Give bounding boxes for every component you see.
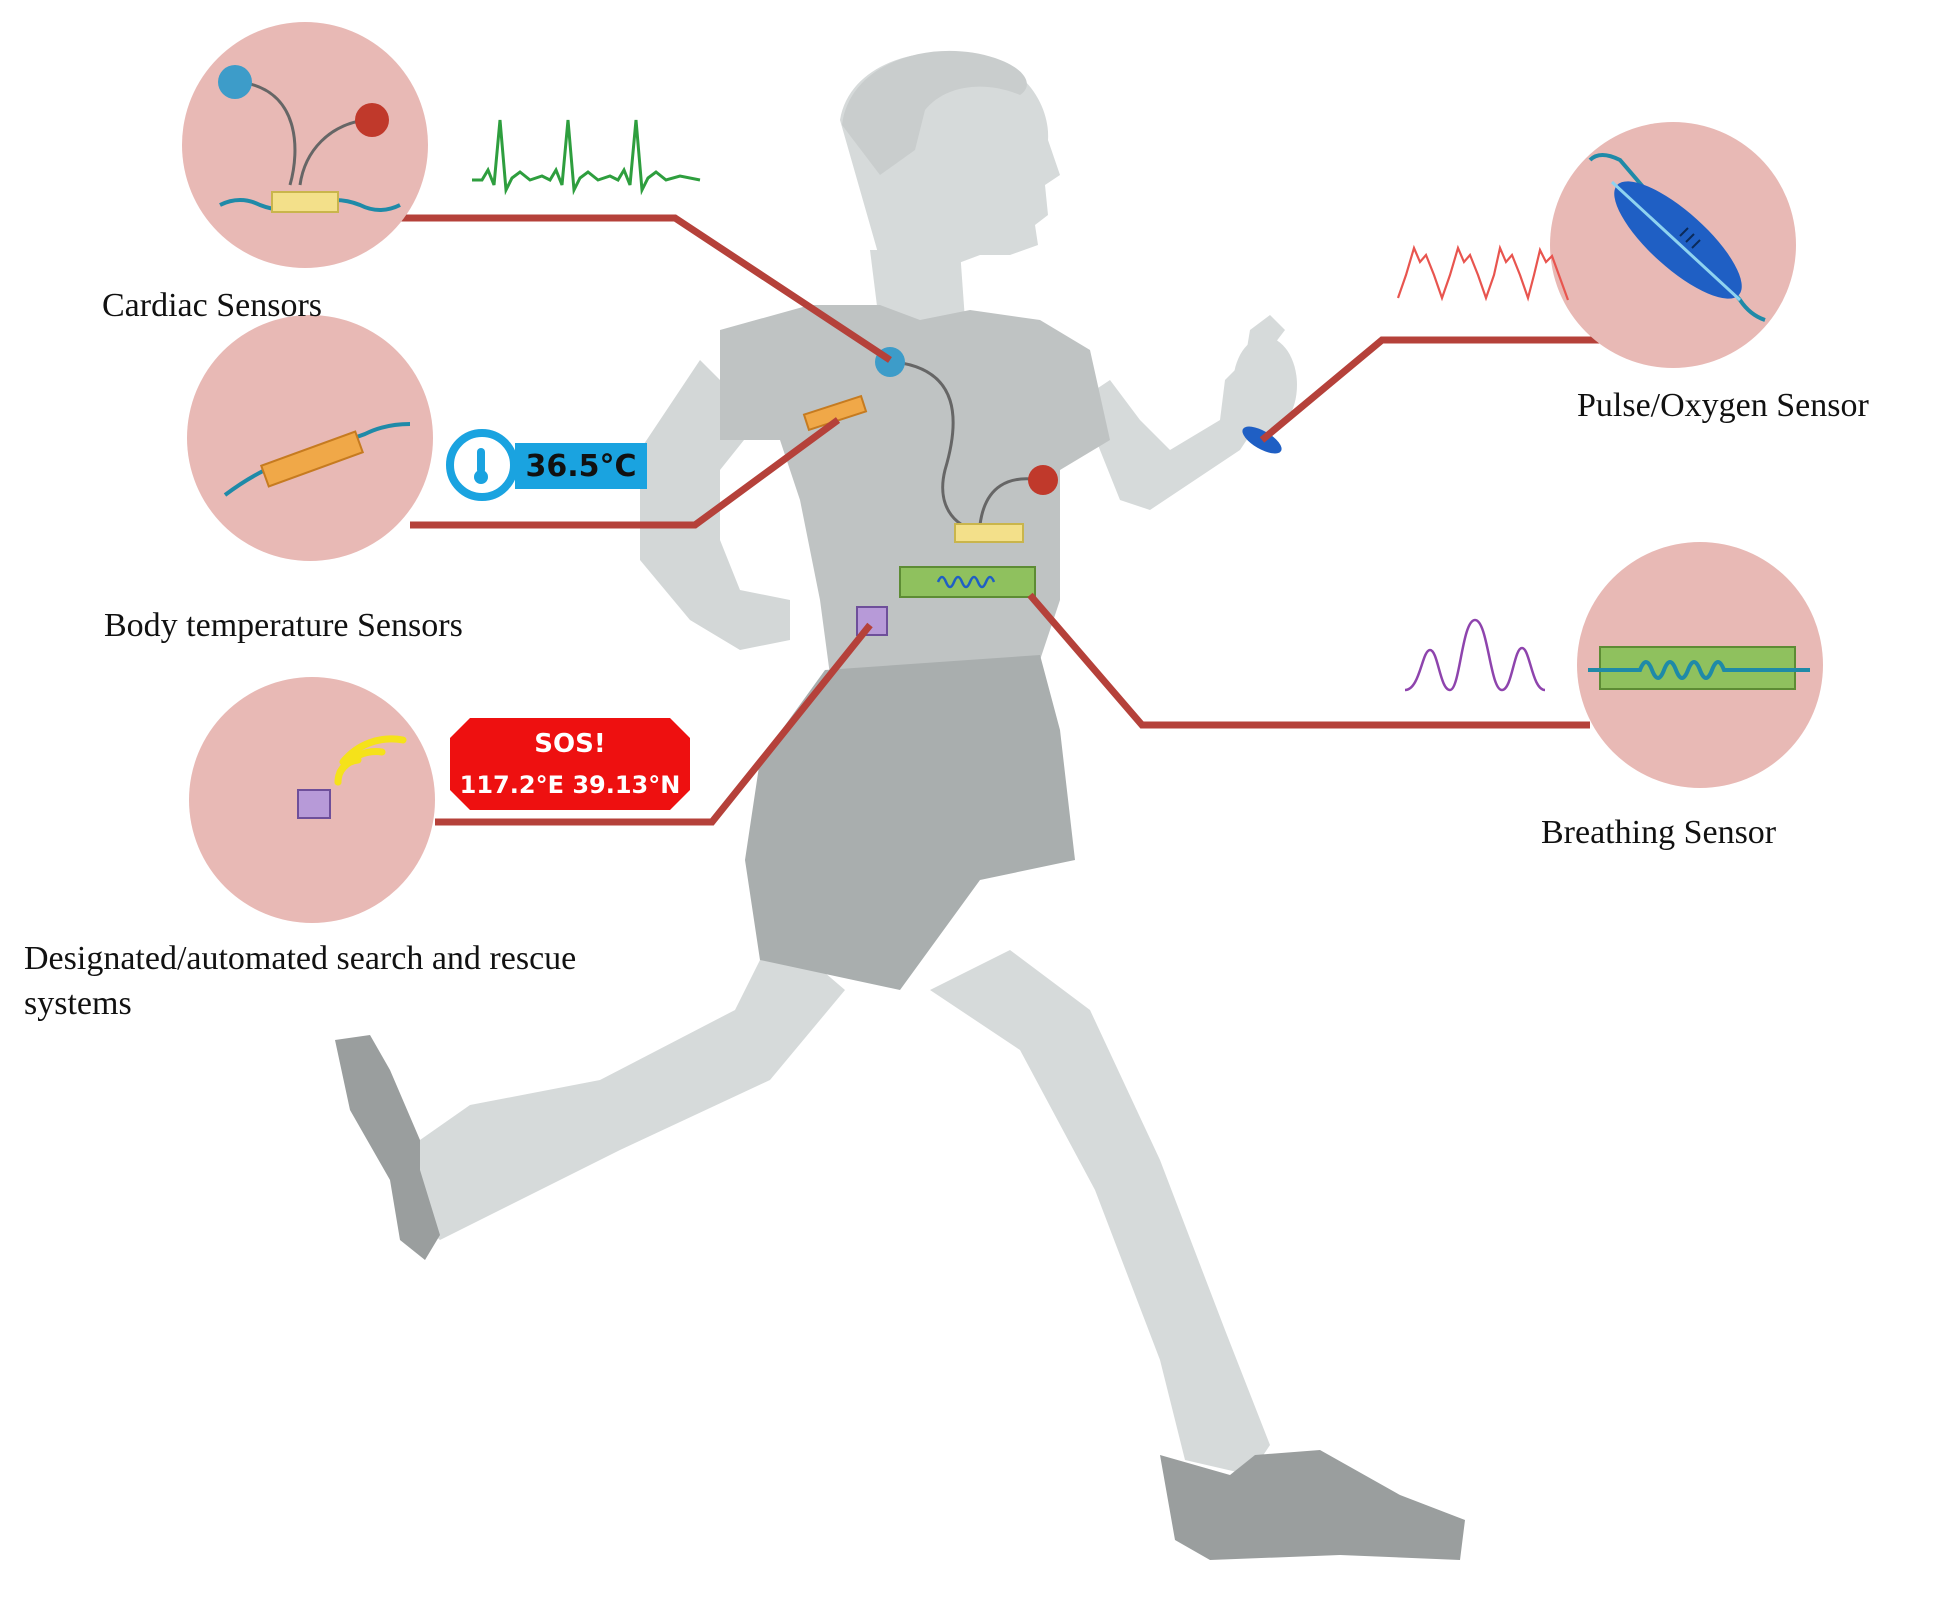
wireless-signal-icon — [334, 735, 407, 786]
cardiac-connector — [398, 214, 892, 363]
ecg-wire-blue — [894, 360, 981, 532]
runner-hair — [842, 50, 1027, 175]
runner-front-leg — [930, 950, 1270, 1475]
temperature-sensor-bubble — [187, 315, 433, 561]
respiration-waveform — [1404, 618, 1546, 692]
chest-breathing-wave — [936, 575, 996, 589]
pulse-oxygen-connector — [1259, 336, 1605, 443]
runner-back-leg — [405, 930, 845, 1240]
runner-neck — [870, 250, 965, 330]
sos-connector — [435, 622, 873, 826]
chest-breathing-belt — [899, 566, 1036, 598]
breathing-bubble-wave — [1588, 660, 1810, 680]
runner-fist — [1233, 337, 1297, 433]
runner-front-arm — [1080, 315, 1285, 510]
breathing-sensor-bubble — [1577, 542, 1823, 788]
sos-bubble-gps-module — [297, 789, 331, 819]
sos-readout-badge: SOS! 117.2°E 39.13°N — [450, 718, 690, 810]
temperature-connector — [410, 417, 841, 529]
sos-system-bubble — [189, 677, 435, 923]
cardiac-bubble-wire-blue — [239, 80, 297, 186]
chest-ecg-module — [954, 523, 1024, 543]
ecg-waveform — [472, 119, 701, 196]
temp-bubble-sensor — [259, 430, 365, 488]
sos-coordinates: 117.2°E 39.13°N — [460, 771, 681, 799]
cardiac-bubble-electrode-red — [355, 103, 389, 137]
thermometer-icon — [474, 448, 488, 484]
label-cardiac-sensors: Cardiac Sensors — [102, 287, 323, 324]
label-pulse-oxygen-sensor: Pulse/Oxygen Sensor — [1577, 387, 1869, 424]
pulse-oxygen-bubble — [1550, 122, 1796, 368]
label-search-rescue-systems: Designated/automated search and rescue s… — [24, 940, 577, 1022]
cardiac-bubble-module — [271, 191, 339, 213]
label-body-temperature-sensors: Body temperature Sensors — [104, 607, 463, 644]
temperature-readout-badge: 36.5°C — [446, 429, 647, 501]
sos-title: SOS! — [534, 729, 605, 759]
ppg-waveform — [1396, 244, 1570, 302]
connector-lines — [398, 214, 1605, 826]
runner-shorts — [745, 655, 1075, 990]
pulse-bubble-device — [1614, 181, 1742, 299]
runner-back-shoe — [335, 1035, 440, 1260]
temperature-value: 36.5°C — [525, 449, 636, 484]
cardiac-sensor-bubble — [182, 22, 428, 268]
runner-back-arm — [640, 360, 790, 650]
cardiac-bubble-electrode-blue — [218, 65, 252, 99]
chest-electrode-red — [1028, 465, 1058, 495]
label-breathing-sensor: Breathing Sensor — [1541, 814, 1777, 851]
runner-front-shoe — [1160, 1450, 1465, 1560]
cardiac-bubble-wire-red — [298, 118, 366, 186]
breathing-connector — [1027, 592, 1590, 729]
